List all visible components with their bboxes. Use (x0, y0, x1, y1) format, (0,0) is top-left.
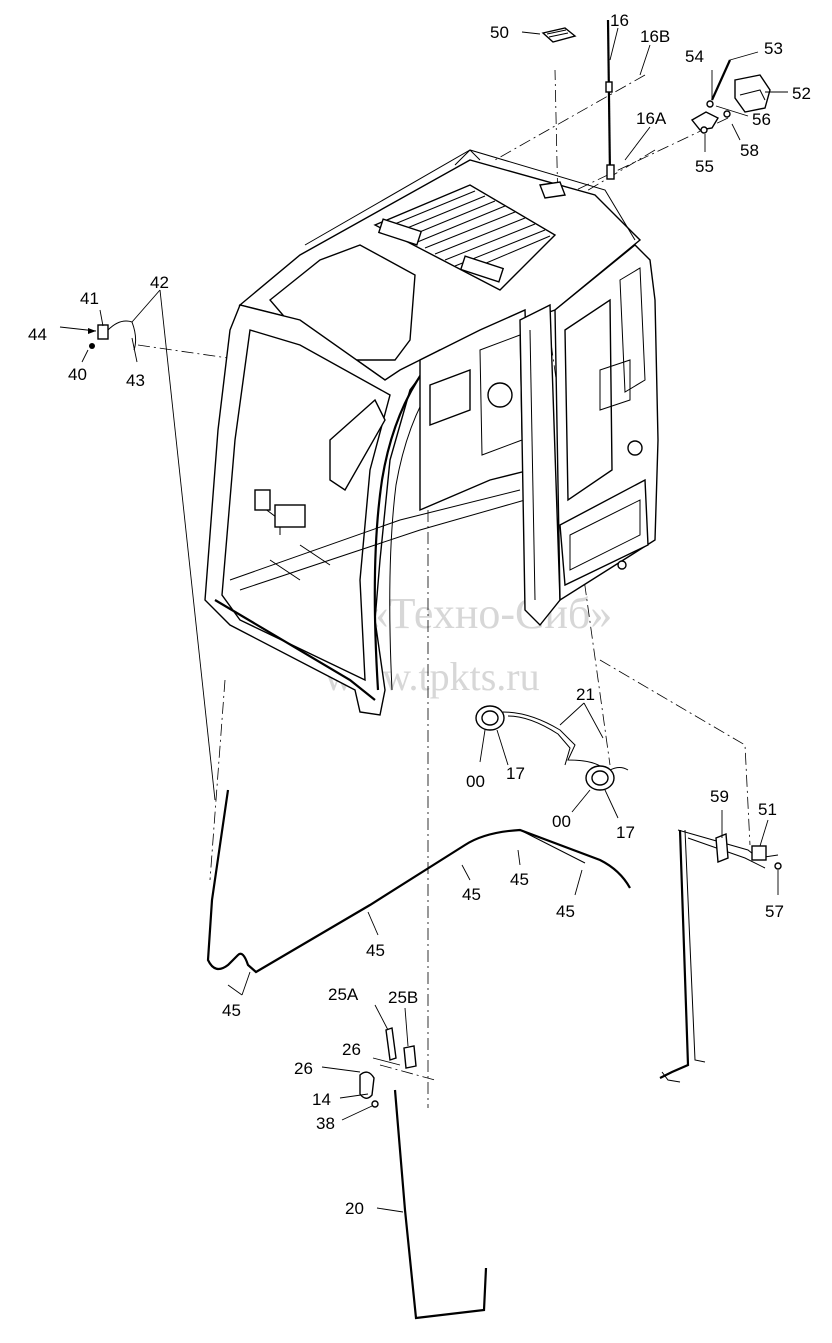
label-45-b: 45 (510, 870, 529, 889)
label-16: 16 (610, 11, 629, 30)
label-51: 51 (758, 800, 777, 819)
label-56: 56 (752, 110, 771, 129)
speaker-harness (502, 711, 629, 771)
mirror-block (734, 74, 771, 113)
label-25b: 25B (388, 988, 418, 1007)
label-45-a: 45 (462, 885, 481, 904)
label-16a: 16A (636, 109, 667, 128)
lower-parts (359, 1027, 488, 1320)
label-38: 38 (316, 1114, 335, 1133)
rear-window (429, 368, 471, 427)
label-52: 52 (792, 84, 811, 103)
label-55: 55 (695, 157, 714, 176)
hatch-latch-left (377, 218, 423, 246)
floor-rail (229, 489, 521, 581)
floor-bracket (274, 504, 306, 528)
label-58: 58 (740, 141, 759, 160)
speaker-left (475, 705, 505, 731)
label-26-upper: 26 (342, 1040, 361, 1059)
label-26-lower: 26 (294, 1059, 313, 1078)
mount-bracket (690, 111, 719, 131)
label-00-right: 00 (552, 812, 571, 831)
label-25a: 25A (328, 985, 359, 1004)
label-45-d: 45 (366, 941, 385, 960)
harness-59 (659, 829, 782, 1083)
label-54: 54 (685, 47, 704, 66)
label-20: 20 (345, 1199, 364, 1218)
window-run (329, 398, 386, 491)
label-45-e: 45 (222, 1001, 241, 1020)
connector-51 (751, 845, 767, 861)
label-41: 41 (80, 289, 99, 308)
label-21: 21 (576, 685, 595, 704)
left-switch-assembly (59, 320, 137, 351)
right-side-window (564, 298, 613, 502)
leader-lines (81, 27, 788, 1213)
label-17-left: 17 (506, 764, 525, 783)
harness-45 (206, 789, 631, 974)
door-post-curve (373, 349, 441, 691)
label-42: 42 (150, 273, 169, 292)
clamp (715, 832, 729, 864)
cover-26 (359, 1071, 375, 1099)
hatch-latch-right (459, 255, 505, 283)
cab-frame (204, 149, 659, 716)
label-00-left: 00 (466, 772, 485, 791)
label-43: 43 (126, 371, 145, 390)
bracket-assembly (690, 59, 771, 134)
windshield-opening (221, 329, 391, 682)
part-labels: 50 16 16B 16A 54 53 52 56 58 55 42 41 44… (28, 11, 811, 1218)
label-57: 57 (765, 902, 784, 921)
rear-pillar (519, 303, 561, 627)
bottom-rail-front (214, 599, 376, 701)
harness-20 (393, 1089, 488, 1320)
label-16b: 16B (640, 27, 670, 46)
label-59: 59 (710, 787, 729, 806)
label-14: 14 (312, 1090, 331, 1109)
antenna (605, 19, 615, 180)
roof-hatch (373, 184, 557, 291)
label-40: 40 (68, 365, 87, 384)
right-console-panel (559, 478, 649, 587)
label-45-c: 45 (556, 902, 575, 921)
label-17-right: 17 (616, 823, 635, 842)
label-53: 53 (764, 39, 783, 58)
roof-vent (539, 181, 566, 199)
label-44: 44 (28, 325, 47, 344)
dome-lamp (541, 27, 577, 43)
label-50: 50 (490, 23, 509, 42)
